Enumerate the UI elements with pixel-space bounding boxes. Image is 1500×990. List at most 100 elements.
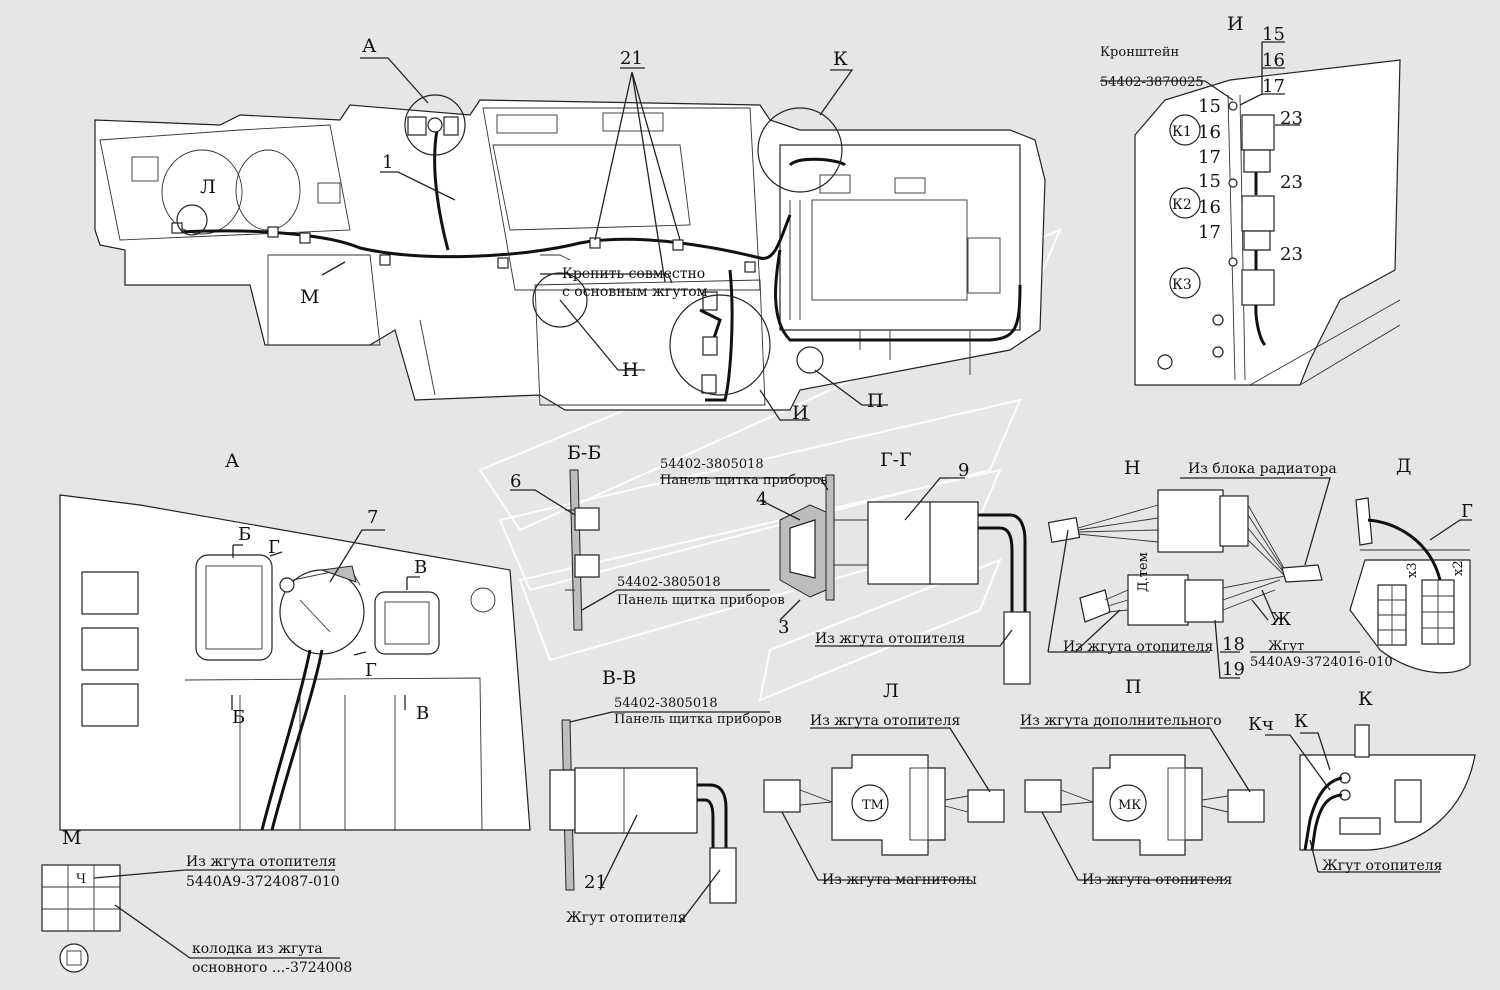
view-n-pos-19: 19 [1222,659,1245,680]
view-gg: Г-Г 54402-3805018 Панель щитка приборов … [660,449,1031,685]
view-i-k3: К3 [1172,277,1192,293]
view-p-from-heater: Из жгута отопителя [1082,872,1232,888]
view-l-from-heater: Из жгута отопителя [810,713,960,729]
view-i-part-no: 54402-3870025 [1100,75,1204,90]
view-gg-from-heater: Из жгута отопителя [815,631,965,647]
callout-label-p: П [867,390,884,412]
view-k-k: К [1294,711,1308,732]
view-d-title: Д [1396,455,1411,477]
view-i-title: И [1227,13,1244,35]
view-a-pos-7: 7 [367,507,378,528]
callout-label-a: А [362,35,377,57]
view-m-heater-no: 5440А9-3724087-010 [186,874,340,890]
view-n: Н Из блока радиатора Д.тем Из жгута отоп… [1047,457,1393,680]
view-i-part-name: Кронштейн [1100,45,1179,60]
callout-label-k: К [833,48,848,70]
view-i-pos-17-b: 17 [1198,222,1221,243]
view-bb-pos-6: 6 [510,471,521,492]
view-i-pos-16-a: 16 [1198,122,1221,143]
view-vv-title: В-В [602,667,636,689]
view-i-pos-15-top: 15 [1262,24,1285,45]
callout-circle-i [669,294,771,396]
view-a-title: А [225,450,240,472]
view-n-from-radiator: Из блока радиатора [1188,461,1337,477]
view-n-from-heater: Из жгута отопителя [1063,639,1213,655]
view-i-pos-17-a: 17 [1198,147,1221,168]
harness-clip-group [171,222,756,394]
view-p-title: П [1125,676,1142,698]
view-m-block-line1: колодка из жгута [192,941,323,957]
callout-label-m: М [300,286,319,308]
view-gg-pos-4: 4 [756,489,767,510]
view-i-pos-23-c: 23 [1280,244,1303,265]
view-i-k1: К1 [1172,124,1192,140]
view-p-mk: МК [1118,798,1141,813]
view-d-x3: х3 [1405,562,1420,578]
callout-circle-k [757,107,843,193]
view-m: М Ч Из жгута отопителя 5440А9-3724087-01… [41,827,352,976]
view-n-harness-label: Жгут [1268,639,1304,654]
view-m-from-heater: Из жгута отопителя [186,854,336,870]
view-i: И 54402-3870025 Кронштейн 15 16 17 15 16… [1100,13,1401,386]
callout-circle-a [404,94,466,156]
view-i-pos-23-b: 23 [1280,172,1303,193]
view-i-pos-16-b: 16 [1198,197,1221,218]
view-gg-panel-name: Панель щитка приборов [660,473,828,488]
view-gg-pos-9: 9 [958,460,969,481]
view-i-pos-15-a: 15 [1198,96,1221,117]
view-m-ch: Ч [76,872,86,887]
view-k-title: К [1358,688,1373,710]
callout-label-l: Л [200,176,216,198]
view-p: П МК Из жгута дополнительного Из жгута о… [1020,676,1265,888]
callout-circle-p [796,346,824,374]
callout-label-i: И [792,402,809,424]
view-a-sec-v-top: В [414,557,427,578]
view-i-k2: К2 [1172,197,1192,213]
view-a-sec-v-bottom: В [416,703,429,724]
view-k: К Кч К Жгут отопителя [1248,688,1476,874]
view-d-x2: х2 [1451,560,1466,576]
view-n-pos-18: 18 [1222,634,1245,655]
position-21: 21 [620,48,643,69]
view-i-pos-16-top: 16 [1262,50,1285,71]
view-l-tm: ТМ [862,798,884,813]
position-1: 1 [382,152,393,173]
view-p-from-additional: Из жгута дополнительного [1020,713,1222,729]
view-a-sec-b-bottom: Б [232,707,245,728]
view-bb-title: Б-Б [567,442,601,464]
view-n-zh: Ж [1271,609,1292,630]
view-l: Л ТМ Из жгута отопителя Из жгута магнито… [763,680,1005,888]
view-m-block-line2: основного ...-3724008 [192,960,352,976]
view-gg-title: Г-Г [880,449,912,471]
view-l-from-radio: Из жгута магнитолы [822,872,977,888]
view-k-kch: Кч [1248,714,1274,735]
view-i-pos-17-top: 17 [1262,76,1285,97]
view-a-sec-g-top: Г [268,537,280,558]
view-a-sec-g-bottom: Г [365,660,377,681]
view-gg-pos-3: 3 [778,617,789,638]
view-vv-pos-21: 21 [584,872,607,893]
view-n-d-tem: Д.тем [1136,552,1151,592]
view-vv: В-В 54402-3805018 Панель щитка приборов … [549,667,782,926]
view-bb: Б-Б 6 54402-3805018 Панель щитка приборо… [510,442,785,631]
main-dashboard-view: А К Л М Н И П 1 21 Крепить совместно с о… [94,35,1046,424]
callout-label-n: Н [622,359,639,381]
view-d-g: Г [1461,501,1473,522]
view-l-title: Л [883,680,899,702]
view-k-harness: Жгут отопителя [1322,858,1443,874]
callout-circle-n [532,272,588,328]
note-line-1: Крепить совместно [562,266,705,282]
view-n-title: Н [1124,457,1141,479]
view-i-pos-15-b: 15 [1198,171,1221,192]
callout-circle-l [176,204,208,236]
view-vv-harness: Жгут отопителя [566,910,687,926]
view-bb-panel-name: Панель щитка приборов [617,593,785,608]
view-n-harness-no: 5440А9-3724016-010 [1250,655,1393,670]
view-vv-panel-name: Панель щитка приборов [614,712,782,727]
note-line-2: с основным жгутом [562,284,708,300]
view-bb-panel-no: 54402-3805018 [617,575,721,590]
view-a: А 7 Б Г В Г Б В [59,450,531,831]
view-a-sec-b-top: Б [238,524,251,545]
view-gg-panel-no: 54402-3805018 [660,457,764,472]
